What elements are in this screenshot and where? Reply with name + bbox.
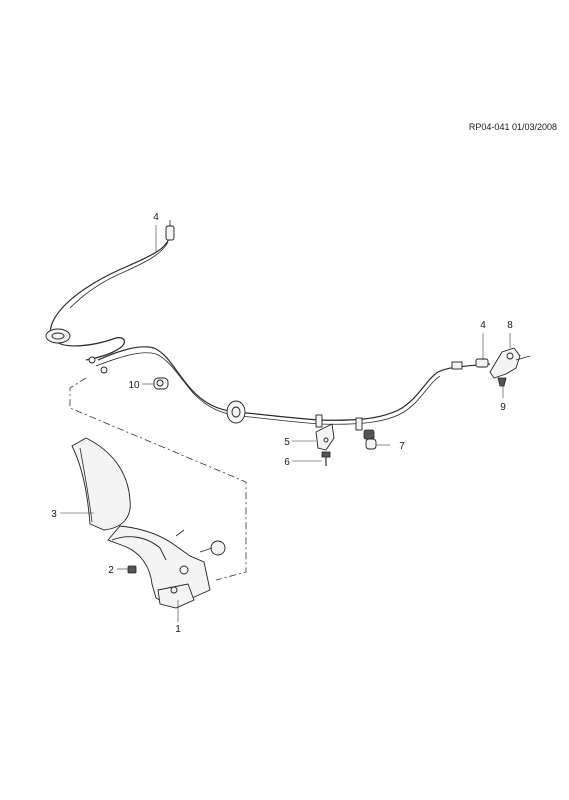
callout-8: 8 bbox=[507, 320, 513, 331]
cable-bracket-center bbox=[315, 423, 335, 451]
cable-clip-right bbox=[497, 377, 507, 387]
parking-brake-cable-assembly bbox=[45, 220, 491, 431]
cable-grommet bbox=[153, 377, 169, 390]
nut-fastener bbox=[363, 429, 377, 450]
callout-1: 1 bbox=[175, 624, 181, 635]
callout-4-right: 4 bbox=[480, 320, 486, 331]
drawing-reference: RP04-041 01/03/2008 bbox=[469, 122, 557, 132]
callout-10: 10 bbox=[128, 380, 140, 391]
callout-2: 2 bbox=[108, 565, 114, 576]
console-cover bbox=[71, 437, 131, 531]
callout-3: 3 bbox=[51, 509, 57, 520]
callout-7: 7 bbox=[399, 441, 405, 452]
cable-bracket-right bbox=[489, 347, 531, 379]
bolt bbox=[321, 451, 331, 466]
callout-6: 6 bbox=[284, 457, 290, 468]
callout-9: 9 bbox=[500, 402, 506, 413]
assembly-outline bbox=[69, 377, 247, 581]
callout-4-left: 4 bbox=[153, 212, 159, 223]
parking-brake-lever bbox=[107, 525, 226, 609]
leader-lines bbox=[60, 225, 511, 622]
lever-bolt bbox=[127, 565, 137, 574]
callout-5: 5 bbox=[284, 437, 290, 448]
